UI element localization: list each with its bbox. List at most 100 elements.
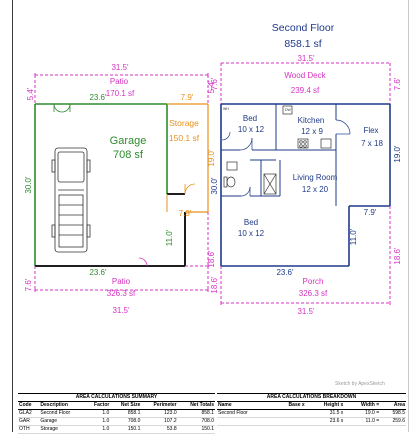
porch-outline — [220, 206, 391, 304]
dim-patio-top-depth-mid: 5.4' — [207, 80, 216, 93]
second-floor-title: Second Floor — [272, 22, 335, 34]
dim-deck-depth-right: 7.6' — [393, 77, 402, 90]
living-room-name: Living Room — [293, 173, 338, 182]
living-room-size: 12 x 20 — [302, 185, 329, 194]
breakdown-cell — [273, 417, 306, 426]
dim-house-height-left: 30.0' — [210, 177, 219, 195]
garage-name: Garage — [110, 135, 147, 147]
summary-cell: 708.0 — [177, 417, 215, 426]
breakdown-cell: 11.0 = — [344, 417, 381, 426]
wood-deck-outline — [220, 62, 391, 104]
dim-bottom-left-width: 31.5' — [112, 306, 130, 315]
wh-label: WH — [223, 107, 229, 111]
dim-garage-notch: 11.0' — [165, 229, 174, 246]
summary-header-2: Factor — [85, 402, 111, 410]
summary-header-1: Description — [39, 402, 86, 410]
dim-top-left-width: 31.5' — [111, 63, 129, 72]
garage-area: 708 sf — [113, 149, 144, 161]
page-frame-right — [408, 0, 409, 432]
breakdown-header-4: Area — [380, 402, 406, 410]
breakdown-cell: 259.6 — [380, 417, 406, 426]
wood-deck-name: Wood Deck — [284, 71, 326, 80]
summary-cell: 123.0 — [141, 409, 178, 418]
breakdown-header-1: Base x — [273, 402, 306, 410]
bed1-name: Bed — [243, 114, 257, 123]
summary-cell: 1.0 — [85, 425, 111, 434]
dim-porch-depth-left: 18.6' — [210, 276, 219, 294]
area-summary-title: AREA CALCULATIONS SUMMARY — [18, 393, 215, 402]
patio-bottom-name: Patio — [112, 277, 131, 286]
summary-header-0: Code — [18, 402, 40, 410]
summary-cell: OTH — [18, 425, 40, 434]
dim-porch-depth-mid: 18.6' — [207, 250, 216, 268]
storage-outline — [167, 103, 209, 213]
apexsketch-credit: Sketch by ApexSketch — [335, 381, 385, 387]
dim-deck-depth-left: 7.6' — [210, 77, 219, 90]
summary-cell: 107.2 — [141, 417, 178, 426]
breakdown-cell: 23.6 x — [305, 417, 345, 426]
dim-patio-top-depth-left: 5.4' — [26, 87, 35, 100]
summary-cell: 53.8 — [141, 425, 178, 434]
kitchen-size: 12 x 9 — [301, 127, 323, 136]
breakdown-cell: 19.0 = — [344, 409, 381, 418]
summary-header-5: Net Totals — [177, 402, 215, 410]
page-frame-left — [12, 0, 13, 432]
dim-patio-bottom-depth: 7.6' — [24, 278, 33, 291]
storage-name: Storage — [169, 118, 199, 128]
breakdown-cell: Second Floor — [217, 409, 274, 418]
patio-top-area: 170.1 sf — [106, 89, 135, 98]
summary-cell: GLA2 — [18, 409, 40, 418]
area-breakdown-title: AREA CALCULATIONS BREAKDOWN — [217, 393, 406, 402]
dim-bottom-right-width: 31.5' — [297, 307, 315, 316]
bed1-size: 10 x 12 — [238, 125, 265, 134]
wood-deck-area: 239.4 sf — [291, 86, 320, 95]
dim-patio-bottom-width: 23.6' — [89, 268, 107, 277]
flex-size: 7 x 18 — [361, 139, 383, 148]
summary-cell: 1.0 — [85, 409, 111, 418]
breakdown-cell — [273, 409, 306, 418]
summary-cell: Storage — [39, 425, 86, 434]
dim-house-notch-width: 7.9' — [364, 208, 377, 217]
breakdown-header-0: Name — [217, 402, 274, 410]
porch-area: 326.3 sf — [299, 289, 328, 298]
dim-house-notch-height: 11.0' — [349, 228, 358, 245]
summary-cell: 150.1 — [110, 425, 142, 434]
summary-cell: Second Floor — [39, 409, 86, 418]
dim-porch-top-width: 23.6' — [276, 268, 294, 277]
summary-cell: Garage — [39, 417, 86, 426]
breakdown-header-3: Width = — [344, 402, 381, 410]
breakdown-cell: 598.5 — [380, 409, 406, 418]
breakdown-header-2: Height x — [305, 402, 345, 410]
dim-house-height-right: 19.0' — [393, 145, 402, 163]
patio-top-outline — [34, 74, 209, 291]
second-floor-area: 858.1 sf — [284, 38, 321, 50]
garage-outline — [34, 103, 168, 266]
kitchen-name: Kitchen — [298, 116, 325, 125]
dim-top-right-width: 31.5' — [297, 54, 315, 63]
breakdown-cell: 31.5 x — [305, 409, 345, 418]
dim-storage-top-width: 7.9' — [181, 93, 194, 102]
summary-header-4: Perimeter — [141, 402, 178, 410]
patio-bottom-area: 326.3 sf — [107, 289, 136, 298]
summary-cell: 858.1 — [177, 409, 215, 418]
storage-area: 150.1 sf — [169, 133, 200, 143]
summary-cell: 708.0 — [110, 417, 142, 426]
dim-porch-depth-right: 18.6' — [393, 247, 402, 265]
house-outline — [220, 103, 391, 267]
dim-storage-bottom-width: 7.9' — [179, 209, 192, 218]
dim-patio-top-width: 23.6' — [89, 93, 107, 102]
dim-garage-height: 30.0' — [24, 176, 33, 194]
flex-name: Flex — [363, 126, 378, 135]
bed2-name: Bed — [244, 218, 258, 227]
dim-storage-height: 19.0' — [207, 149, 216, 167]
summary-cell: GAR — [18, 417, 40, 426]
patio-top-name: Patio — [110, 77, 129, 86]
interior-walls — [221, 104, 337, 206]
bathroom-fixtures — [223, 161, 277, 195]
